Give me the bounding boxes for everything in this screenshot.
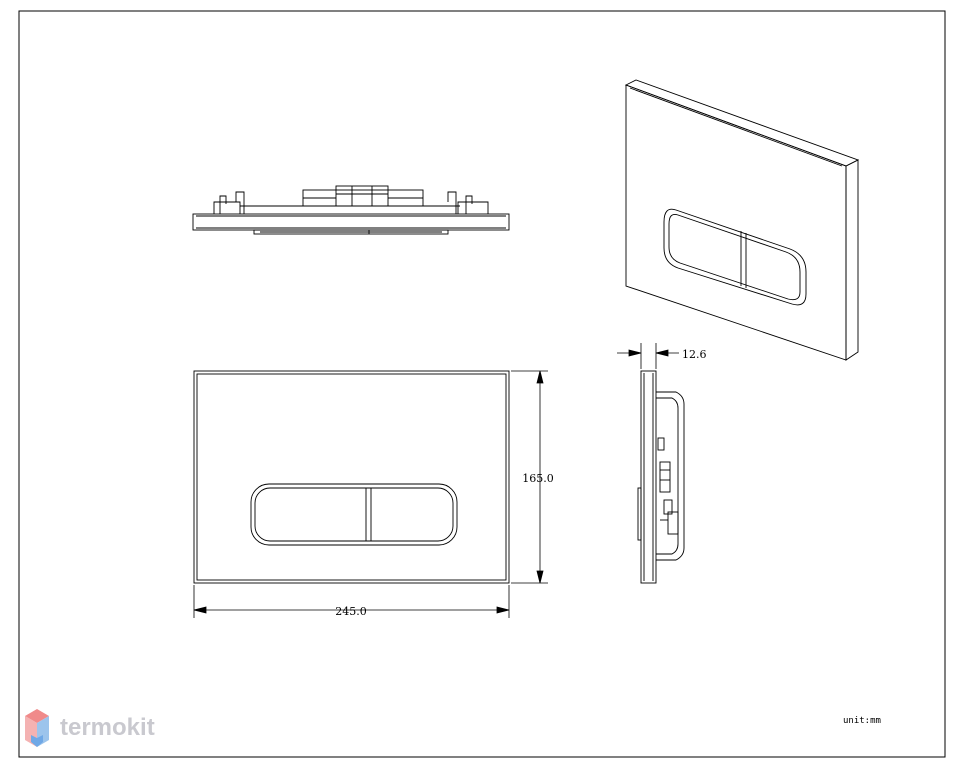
front-view <box>193 370 510 584</box>
height-dimension-label: 165.0 <box>522 472 554 485</box>
side-view <box>637 370 685 584</box>
width-dimension-label: 245.0 <box>335 605 367 618</box>
depth-dimension <box>617 343 679 369</box>
watermark-logo-icon <box>25 709 49 747</box>
top-view <box>192 185 510 235</box>
depth-dimension-label: 12.6 <box>682 348 707 361</box>
isometric-view <box>624 79 860 361</box>
watermark-text: termokit <box>60 714 155 741</box>
width-dimension <box>193 585 510 618</box>
unit-label: unit:mm <box>843 716 881 726</box>
drawing-border <box>18 10 946 758</box>
height-dimension <box>511 370 548 584</box>
